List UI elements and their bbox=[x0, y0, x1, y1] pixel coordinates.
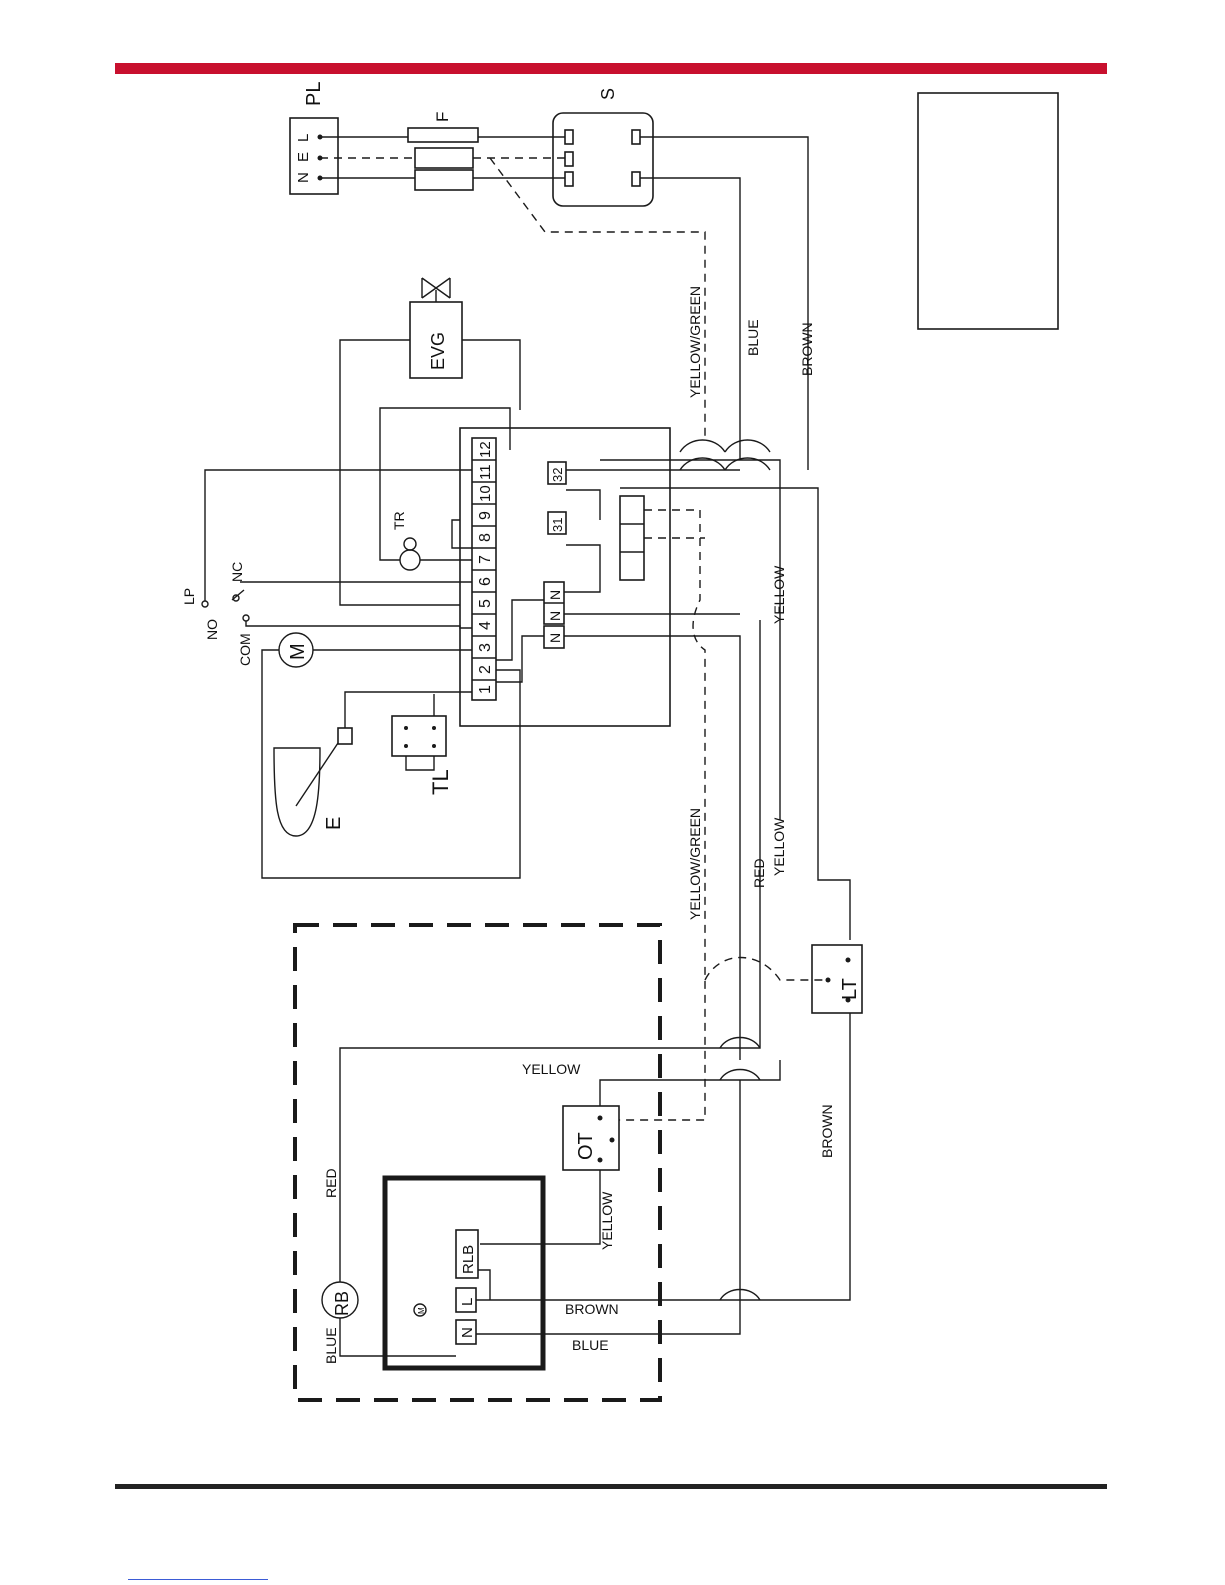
wire-red-rb: RED bbox=[323, 1168, 339, 1198]
terminal-3: 3 bbox=[477, 643, 494, 652]
n-term-3: N bbox=[547, 633, 563, 643]
evg-valve: EVG bbox=[410, 278, 462, 378]
terminal-9: 9 bbox=[477, 511, 494, 520]
transformer-tr: TR bbox=[391, 511, 420, 570]
m-label: M bbox=[287, 643, 309, 660]
pressure-switch-lp: LP NO NC COM bbox=[181, 562, 253, 666]
terminal-11: 11 bbox=[477, 464, 494, 480]
n-term-2: N bbox=[547, 611, 563, 621]
thermal-cutout-lt: LT bbox=[812, 945, 862, 1013]
terminal-7: 7 bbox=[477, 555, 494, 564]
wire-brown-lt: BROWN bbox=[819, 1104, 835, 1158]
overheat-thermostat-ot: OT bbox=[563, 1106, 619, 1170]
switch-s: S bbox=[553, 88, 653, 206]
plug-pl: PL L E N bbox=[290, 82, 338, 194]
terminal-4: 4 bbox=[477, 621, 494, 630]
pl-label: PL bbox=[303, 82, 325, 106]
fan-motor-m: M bbox=[279, 633, 313, 667]
rlb-label: RLB bbox=[460, 1245, 477, 1274]
plug-n-label: N bbox=[295, 172, 312, 183]
tl-label: TL bbox=[428, 769, 453, 795]
terminal-1: 1 bbox=[477, 685, 494, 694]
footer-rule bbox=[115, 1484, 1107, 1489]
thermostat-tl: TL bbox=[392, 716, 453, 795]
rb-label: RB bbox=[332, 1291, 352, 1316]
tr-label: TR bbox=[391, 511, 407, 530]
note-box bbox=[918, 93, 1058, 329]
ot-label: OT bbox=[575, 1132, 597, 1160]
wire-blue-lower: BLUE bbox=[572, 1337, 609, 1353]
lt-label: LT bbox=[839, 978, 861, 1000]
terminal-2: 2 bbox=[477, 665, 494, 674]
lp-label: LP bbox=[181, 588, 197, 605]
heater-n-label: N bbox=[459, 1327, 476, 1338]
evaporator-e: E bbox=[274, 728, 352, 836]
f-label: F bbox=[433, 112, 452, 122]
footer-link-underline bbox=[128, 1579, 268, 1580]
heater-terminals: RLB L N M bbox=[414, 1230, 478, 1344]
wire-brown-lower: BROWN bbox=[565, 1301, 619, 1317]
nc-label: NC bbox=[229, 562, 245, 582]
no-label: NO bbox=[204, 619, 220, 640]
plug-l-label: L bbox=[295, 134, 312, 142]
neutral-terminals: N N N bbox=[544, 582, 564, 648]
terminal-8: 8 bbox=[477, 533, 494, 542]
wire-yellow-right: YELLOW bbox=[771, 565, 787, 624]
s-label: S bbox=[598, 88, 618, 100]
evg-label: EVG bbox=[428, 332, 448, 370]
plug-e-label: E bbox=[295, 152, 312, 162]
wire-yellow-ot: YELLOW bbox=[522, 1061, 581, 1077]
n-term-1: N bbox=[547, 590, 563, 600]
terminal-6: 6 bbox=[477, 577, 494, 586]
terminal-12: 12 bbox=[477, 441, 494, 458]
wire-red-mid: RED bbox=[751, 858, 767, 888]
com-label: COM bbox=[237, 633, 253, 666]
wire-brown-top: BROWN bbox=[799, 322, 815, 376]
t31-label: 31 bbox=[550, 518, 565, 532]
t32-label: 32 bbox=[550, 468, 565, 482]
wire-blue-rb: BLUE bbox=[323, 1327, 339, 1364]
relay-rb: RB bbox=[322, 1282, 358, 1318]
small-m-label: M bbox=[417, 1307, 426, 1314]
wire-blue-top: BLUE bbox=[745, 319, 761, 356]
terminal-5: 5 bbox=[477, 599, 494, 608]
wire-yellow-green-top: YELLOW/GREEN bbox=[687, 286, 703, 398]
terminal-strip: 1 2 3 4 5 6 7 8 9 10 11 12 bbox=[472, 438, 496, 700]
filter-f: F bbox=[408, 112, 478, 190]
wire-yellow-green-mid: YELLOW/GREEN bbox=[687, 808, 703, 920]
heater-l-label: L bbox=[459, 1298, 476, 1306]
e-evap-label: E bbox=[323, 817, 345, 830]
wire-yellow-mid: YELLOW bbox=[771, 817, 787, 876]
terminal-10: 10 bbox=[477, 485, 494, 502]
wire-yellow-rlb: YELLOW bbox=[599, 1191, 615, 1250]
